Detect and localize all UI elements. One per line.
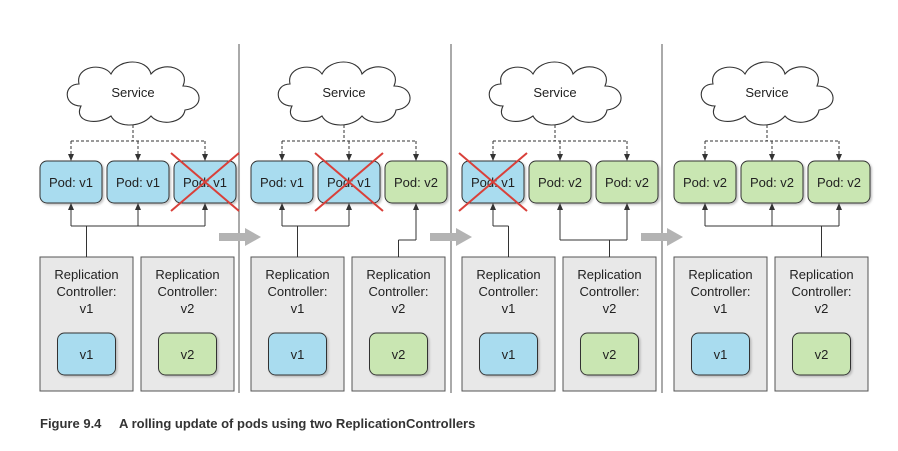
pod-template-box (158, 332, 217, 376)
pod-template-label: v1 (80, 347, 94, 362)
service-label: Service (533, 85, 576, 100)
controller-label: Replication (789, 267, 853, 282)
controller-version-label: v1 (80, 301, 94, 316)
controller-label: Controller: (57, 284, 117, 299)
controller-version-label: v1 (502, 301, 516, 316)
controller-label: Replication (366, 267, 430, 282)
replication-controller-v2: ReplicationController: v2 v2 (774, 256, 869, 392)
service-label: Service (745, 85, 788, 100)
pod: Pod: v1 (458, 152, 528, 212)
pod-label: Pod: v1 (116, 175, 160, 190)
pod-template-label: v2 (392, 347, 406, 362)
controller-version-label: v2 (815, 301, 829, 316)
pod-label: Pod: v2 (750, 175, 794, 190)
controller-label: Replication (155, 267, 219, 282)
pod: Pod: v1 (106, 160, 170, 204)
pod: Pod: v1 (170, 152, 240, 212)
pod: Pod: v2 (740, 160, 804, 204)
controller-label: Replication (54, 267, 118, 282)
pod-template-box (268, 332, 327, 376)
delete-cross-icon (314, 152, 384, 212)
controller-version-label: v2 (603, 301, 617, 316)
replication-controller-v2: ReplicationController: v2 v2 (351, 256, 446, 392)
pod-template-label: v2 (815, 347, 829, 362)
pod-template-label: v1 (502, 347, 516, 362)
transition-arrow (219, 228, 261, 246)
delete-cross-icon (458, 152, 528, 212)
pod: Pod: v2 (384, 160, 448, 204)
pod-label: Pod: v2 (394, 175, 438, 190)
controller-version-label: v2 (392, 301, 406, 316)
controller-label: Replication (577, 267, 641, 282)
replication-controller-v1: ReplicationController: v1 v1 (39, 256, 134, 392)
controller-label: Replication (476, 267, 540, 282)
controller-version-label: v2 (181, 301, 195, 316)
pod-label: Pod: v1 (260, 175, 304, 190)
figure-caption: Figure 9.4 A rolling update of pods usin… (40, 416, 475, 431)
pod-label: Pod: v2 (817, 175, 861, 190)
replication-controller-v2: ReplicationController: v2 v2 (140, 256, 235, 392)
pod: Pod: v2 (595, 160, 659, 204)
pod: Pod: v2 (673, 160, 737, 204)
pod-label: Pod: v2 (538, 175, 582, 190)
service-cloud-icon (488, 61, 622, 126)
replication-controller-v1: ReplicationController: v1 v1 (461, 256, 556, 392)
transition-arrow (430, 228, 472, 246)
service-label: Service (322, 85, 365, 100)
controller-label: Controller: (268, 284, 328, 299)
pod: Pod: v1 (39, 160, 103, 204)
pod: Pod: v2 (528, 160, 592, 204)
controller-label: Controller: (792, 284, 852, 299)
transition-arrow (641, 228, 683, 246)
controller-label: Controller: (580, 284, 640, 299)
replication-controller-v2: ReplicationController: v2 v2 (562, 256, 657, 392)
controller-version-label: v1 (714, 301, 728, 316)
pod: Pod: v1 (250, 160, 314, 204)
pod-template-box (792, 332, 851, 376)
pod-template-box (479, 332, 538, 376)
controller-label: Replication (265, 267, 329, 282)
figure-number: Figure 9.4 (40, 416, 102, 431)
pod-template-box (57, 332, 116, 376)
pod: Pod: v1 (314, 152, 384, 212)
pod-template-box (369, 332, 428, 376)
controller-box (774, 256, 869, 392)
replication-controller-v1: ReplicationController: v1 v1 (673, 256, 768, 392)
figure-caption-text: A rolling update of pods using two Repli… (119, 416, 476, 431)
pod-template-box (691, 332, 750, 376)
controller-label: Controller: (158, 284, 218, 299)
pod-template-label: v1 (291, 347, 305, 362)
pod-template-label: v2 (181, 347, 195, 362)
pod-label: Pod: v1 (49, 175, 93, 190)
controller-label: Replication (688, 267, 752, 282)
service-cloud-icon (66, 61, 200, 126)
controller-label: Controller: (369, 284, 429, 299)
controller-version-label: v1 (291, 301, 305, 316)
pod-template-box (580, 332, 639, 376)
controller-label: Controller: (479, 284, 539, 299)
controller-label: Controller: (691, 284, 751, 299)
pod-template-label: v1 (714, 347, 728, 362)
pod-label: Pod: v2 (683, 175, 727, 190)
service-cloud-icon (277, 61, 411, 126)
delete-cross-icon (170, 152, 240, 212)
pod-label: Pod: v2 (605, 175, 649, 190)
service-cloud-icon (700, 61, 834, 126)
pod: Pod: v2 (807, 160, 871, 204)
service-label: Service (111, 85, 154, 100)
replication-controller-v1: ReplicationController: v1 v1 (250, 256, 345, 392)
pod-template-label: v2 (603, 347, 617, 362)
